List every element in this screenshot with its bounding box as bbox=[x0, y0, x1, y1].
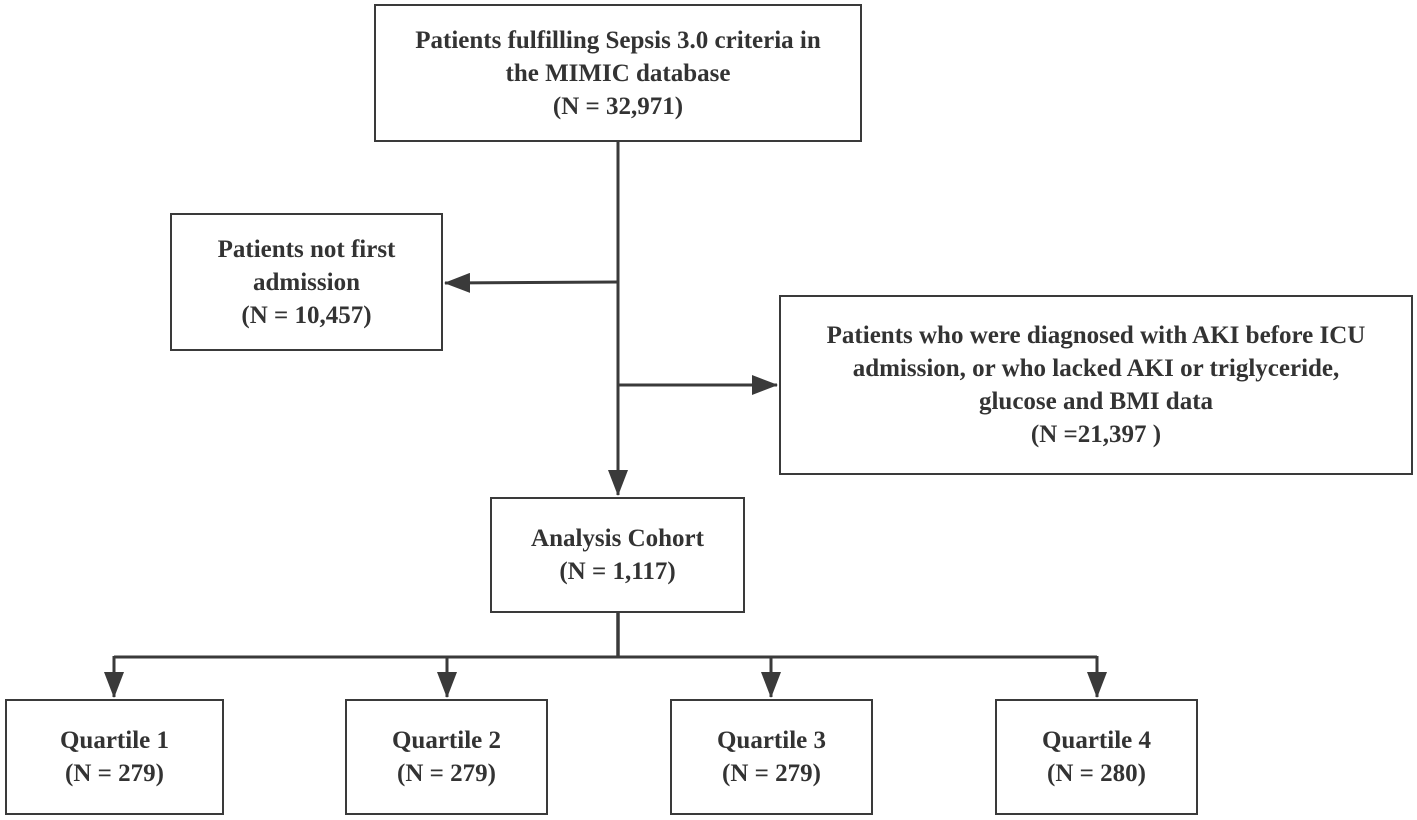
quartile-3-label: Quartile 3 bbox=[716, 727, 826, 754]
quartile-2-box: Quartile 2 (N = 279) bbox=[345, 699, 548, 815]
exclusion-aki-count: (N =21,397 ) bbox=[1030, 421, 1162, 448]
quartile-2-label: Quartile 2 bbox=[391, 727, 501, 754]
quartile-1-box: Quartile 1 (N = 279) bbox=[5, 699, 224, 815]
exclusion-first-admission-box: Patients not first admission (N = 10,457… bbox=[170, 213, 443, 351]
sepsis-population-line1: Patients fulfilling Sepsis 3.0 criteria … bbox=[415, 26, 821, 54]
exclusion-first-admission-line1: Patients not first bbox=[217, 235, 396, 263]
quartile-3-box: Quartile 3 (N = 279) bbox=[670, 699, 873, 815]
sepsis-population-count: (N = 32,971) bbox=[552, 92, 684, 120]
exclusion-aki-line3: glucose and BMI data bbox=[978, 388, 1214, 415]
quartile-4-count: (N = 280) bbox=[1047, 760, 1146, 787]
exclusion-first-admission-line2: admission bbox=[253, 268, 360, 296]
exclusion-first-admission-count: (N = 10,457) bbox=[241, 301, 372, 329]
analysis-cohort-box: Analysis Cohort (N = 1,117) bbox=[490, 497, 745, 613]
exclusion-aki-line1: Patients who were diagnosed with AKI bef… bbox=[826, 322, 1366, 349]
exclusion-aki-line2: admission, or who lacked AKI or triglyce… bbox=[852, 355, 1340, 382]
exclusion-left-arrow bbox=[444, 272, 619, 293]
analysis-cohort-label: Analysis Cohort bbox=[531, 525, 704, 552]
quartile-3-count: (N = 279) bbox=[722, 760, 821, 787]
quartile-1-count: (N = 279) bbox=[65, 760, 164, 787]
quartile-4-box: Quartile 4 (N = 280) bbox=[995, 699, 1198, 815]
exclusion-aki-box: Patients who were diagnosed with AKI bef… bbox=[779, 295, 1413, 475]
sepsis-population-line2: the MIMIC database bbox=[505, 59, 731, 87]
sepsis-population-box: Patients fulfilling Sepsis 3.0 criteria … bbox=[374, 4, 862, 142]
quartile-2-count: (N = 279) bbox=[397, 760, 496, 787]
quartile-4-label: Quartile 4 bbox=[1041, 727, 1151, 754]
quartile-1-label: Quartile 1 bbox=[59, 727, 169, 754]
analysis-cohort-count: (N = 1,117) bbox=[559, 558, 676, 585]
